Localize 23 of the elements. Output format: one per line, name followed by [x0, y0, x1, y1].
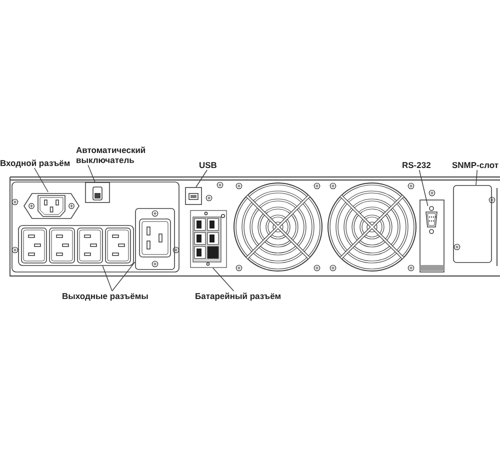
- leader-line: [418, 170, 428, 206]
- callout-label: RS-232: [402, 160, 431, 170]
- expansion-slot: [453, 185, 492, 263]
- serial-port: [425, 206, 438, 234]
- breaker-switch: [85, 182, 110, 203]
- callout-label: USB: [199, 160, 217, 170]
- power-inlet-socket: [23, 192, 80, 220]
- leader-line: [476, 170, 478, 186]
- callout-label: Батарейный разъём: [195, 291, 282, 301]
- usb-port: [185, 187, 202, 205]
- outlet-sockets: [18, 225, 134, 266]
- callout-label: Входной разъём: [0, 158, 70, 168]
- callout-label: Автоматический выключатель: [76, 145, 156, 165]
- callout-label: Выходные разъёмы: [62, 291, 148, 301]
- large-outlet-socket: [135, 208, 175, 270]
- leader-line: [212, 268, 234, 292]
- leader-line: [112, 262, 136, 292]
- leader-line: [196, 170, 208, 188]
- leader-line: [88, 164, 96, 182]
- leader-line: [34, 168, 48, 192]
- callout-label: SNMP-слот: [452, 160, 499, 170]
- battery-connector: [190, 210, 227, 268]
- leader-line: [102, 266, 112, 292]
